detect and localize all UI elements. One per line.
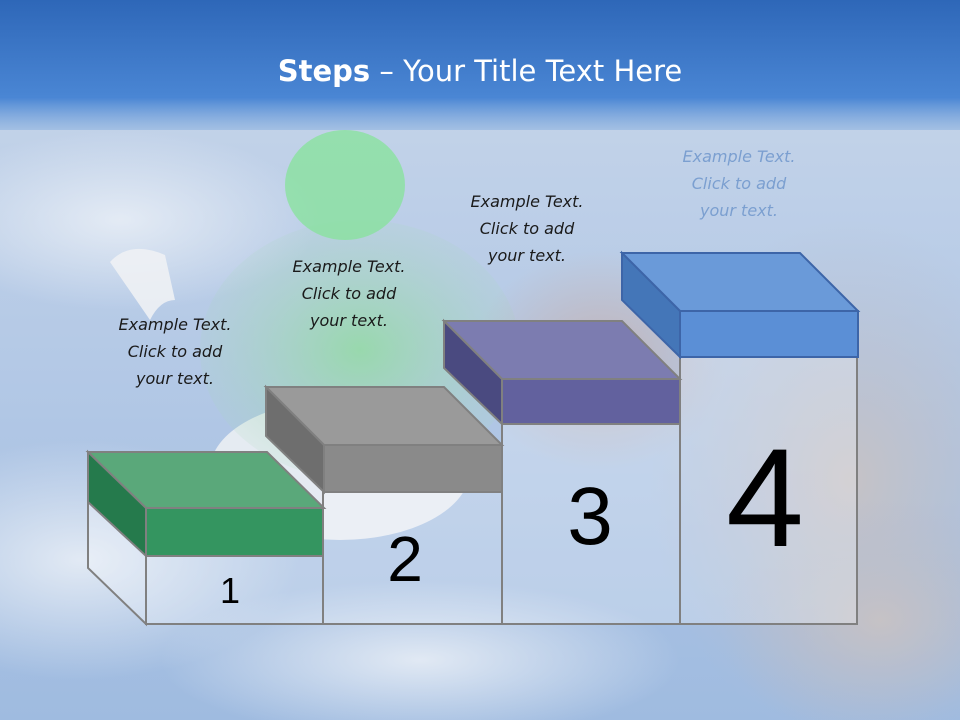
title-rest: – Your Title Text Here [370,54,683,88]
caption-2-line-2: Click to add [301,284,397,303]
step-caption-1[interactable]: Example Text. Click to add your text. [90,311,260,392]
stair-frame-3-front [501,423,681,625]
step-block-3[interactable] [441,318,683,427]
step-block-3-front [501,378,681,425]
caption-2-line-1: Example Text. [292,257,406,276]
step-caption-2[interactable]: Example Text. Click to add your text. [264,253,434,334]
caption-3-line-2: Click to add [479,219,575,238]
step-number-3: 3 [567,471,613,562]
step-number-2: 2 [387,523,423,595]
step-caption-3[interactable]: Example Text. Click to add your text. [442,188,612,269]
step-block-4[interactable] [619,250,861,360]
step-caption-4[interactable]: Example Text. Click to add your text. [654,143,824,224]
step-block-1-front [145,507,324,557]
step-block-4-front [679,310,859,358]
caption-2-line-3: your text. [309,311,388,330]
slide-title[interactable]: Steps – Your Title Text Here [0,54,960,88]
caption-1-line-1: Example Text. [118,315,232,334]
caption-4-line-3: your text. [699,201,778,220]
step-number-4: 4 [726,419,804,576]
caption-3-line-1: Example Text. [470,192,584,211]
title-bold: Steps [277,54,371,88]
step-block-2[interactable] [263,384,505,495]
stair-frame-4-front [679,356,858,625]
step-block-1[interactable] [85,449,327,559]
caption-1-line-2: Click to add [127,342,223,361]
caption-3-line-3: your text. [487,246,566,265]
step-block-2-front [323,444,503,493]
caption-4-line-1: Example Text. [682,147,796,166]
title-bar [0,0,960,130]
caption-4-line-2: Click to add [691,174,787,193]
stair-frame-1-front [145,555,324,625]
caption-1-line-3: your text. [135,369,214,388]
step-number-1: 1 [219,570,241,611]
